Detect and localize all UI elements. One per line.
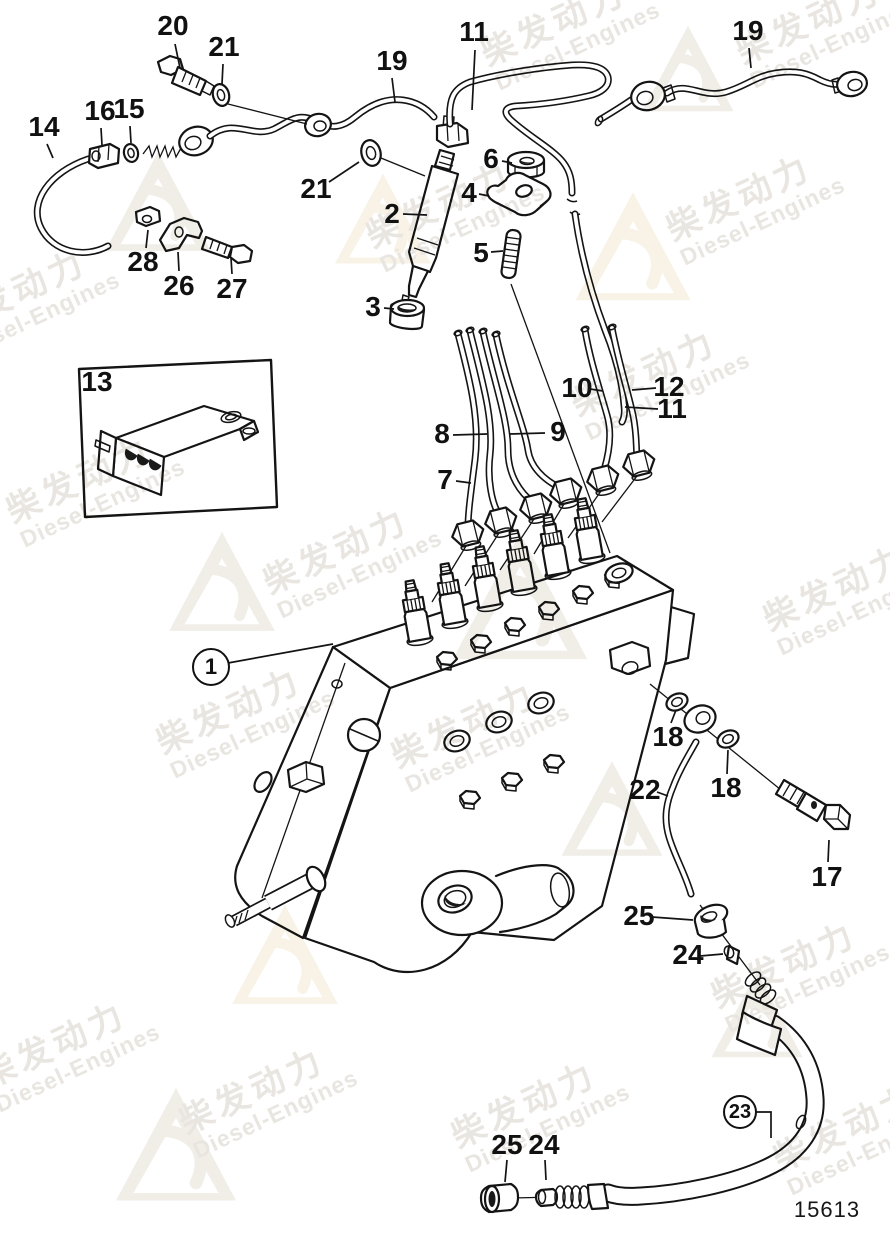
leader-line-26 [177,251,180,272]
leader-line-2 [402,213,428,216]
drawing-number: 15613 [793,1197,861,1222]
washer-21-injector-drawing [360,139,426,177]
bottom-fitting-25-24-drawing [479,1182,610,1214]
leader-line-17 [827,839,830,863]
leader-line-8 [452,433,488,436]
leader-line-1 [227,643,334,664]
leader-line-20 [174,43,181,69]
leader-line-21 [221,63,224,85]
leader-line-28 [145,229,149,249]
nut-25-ferrule-24-top-drawing [693,903,761,986]
clamp-4-drawing [486,171,552,217]
leader-line-19 [391,77,396,103]
leader-line-23 [755,1111,772,1138]
banjo-bolt-20-drawing [156,54,215,97]
leader-line-11 [624,406,659,410]
stud-5-drawing [500,228,522,280]
leader-line-19 [748,47,752,69]
return-pipe-22-drawing [666,704,717,894]
leader-line-11 [471,49,476,111]
leader-line-24 [699,953,724,957]
leader-line-24 [544,1159,547,1181]
leader-line-15 [129,125,132,144]
leader-line-10 [589,388,604,392]
leader-line-5 [490,250,504,253]
leader-line-27 [230,257,233,275]
leader-line-14 [46,143,54,159]
banjo-bolt-17-drawing [774,778,852,831]
leader-line-25 [504,1159,508,1183]
bracket-13-box [77,358,279,519]
leader-line-21 [328,161,360,183]
washer-21-top-drawing [211,83,308,125]
leader-line-18 [726,749,729,775]
leader-line-16 [100,127,103,146]
leader-line-6 [501,160,513,164]
leader-line-25 [651,916,694,921]
leader-line-7 [455,480,472,484]
hose-19-left-drawing [210,100,434,139]
delivery-pipes-drawing [453,323,637,528]
washers-18-drawing [649,683,787,795]
leader-line-12 [631,387,657,391]
leader-line-22 [656,791,669,797]
leader-line-4 [478,193,490,197]
leader-line-18 [670,709,677,724]
leader-line-3 [383,307,395,310]
leader-line-9 [509,432,546,435]
